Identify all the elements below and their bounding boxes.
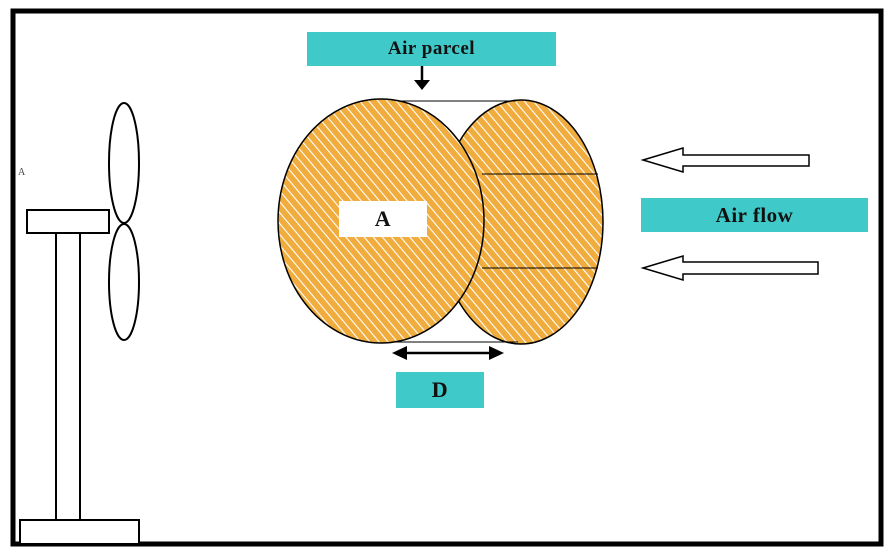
arrow-left-icon [640, 254, 819, 282]
arrow-down-icon [414, 66, 430, 90]
d-label-bg [396, 372, 484, 408]
fan-base [19, 519, 140, 545]
air-parcel-label: Air parcel [387, 38, 476, 59]
air-flow-label: Air flow [715, 202, 794, 227]
outer-frame [10, 8, 884, 547]
fan-blade-top [108, 102, 140, 224]
area-label: A [339, 201, 427, 237]
diameter-label: D [431, 377, 449, 402]
double-arrow-icon [392, 346, 504, 360]
fan-icon [19, 102, 140, 545]
fan-blade-bottom [108, 223, 140, 341]
fan-pole [55, 232, 81, 521]
arrow-left-icon [640, 146, 810, 174]
air-flow-label-bg [641, 198, 868, 232]
fan-hub [26, 209, 110, 234]
stray-mark: A [18, 167, 26, 178]
air-parcel-label-bg [307, 32, 556, 66]
